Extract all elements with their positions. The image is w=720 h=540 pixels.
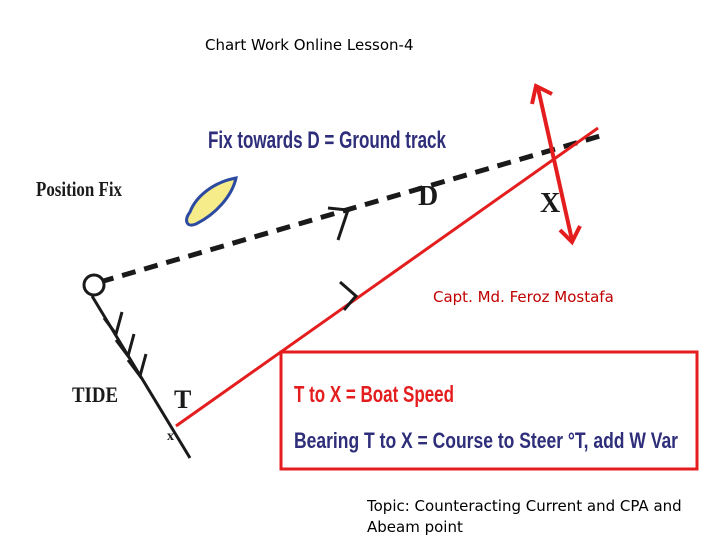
point-x-label: X bbox=[540, 188, 560, 219]
point-d-label: D bbox=[418, 181, 438, 212]
abeam-arrowhead-top bbox=[530, 83, 553, 105]
fix-point-circle bbox=[82, 273, 106, 297]
abeam-arrowhead-bottom bbox=[558, 225, 582, 246]
tide-label: TIDE bbox=[72, 382, 118, 407]
explanation-box bbox=[279, 350, 699, 471]
course-to-steer-line bbox=[175, 126, 599, 428]
point-t-mark: x bbox=[167, 429, 174, 444]
slide-title: Chart Work Online Lesson-4 bbox=[205, 36, 414, 54]
tide-arrowhead bbox=[102, 311, 124, 338]
boat-speed-text: T to X = Boat Speed bbox=[294, 381, 454, 407]
topic-text: Topic: Counteracting Current and CPA and… bbox=[367, 497, 682, 536]
tide-arrowhead bbox=[114, 333, 136, 360]
abeam-double-arrow bbox=[536, 87, 574, 241]
position-fix-marker bbox=[185, 176, 238, 227]
course-to-steer-text: Bearing T to X = Course to Steer °T, add… bbox=[294, 428, 678, 453]
point-t-label: T bbox=[174, 385, 191, 414]
tide-arrowhead bbox=[126, 353, 148, 380]
course-arrowhead bbox=[339, 280, 359, 311]
position-fix-label: Position Fix bbox=[36, 177, 122, 201]
ground-track-line bbox=[99, 133, 601, 285]
ground-track-arrowhead bbox=[327, 206, 351, 241]
author-name: Capt. Md. Feroz Mostafa bbox=[433, 288, 614, 306]
ground-track-header: Fix towards D = Ground track bbox=[208, 127, 446, 154]
